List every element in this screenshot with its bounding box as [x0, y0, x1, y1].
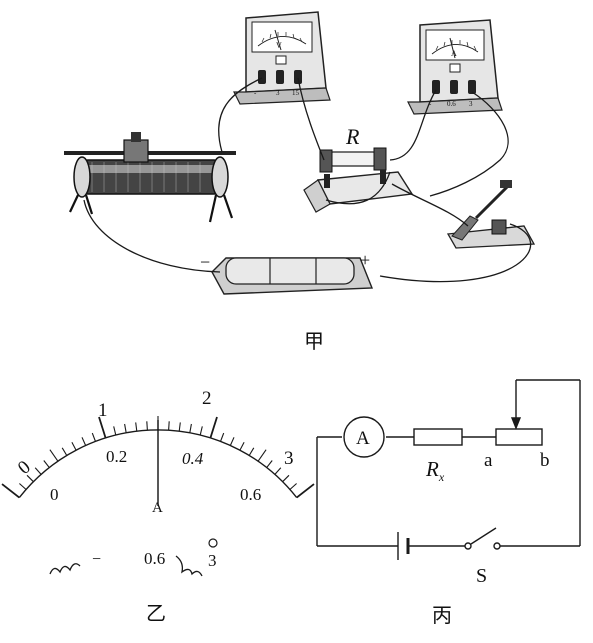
voltmeter-terminal-3: 3 [276, 89, 280, 97]
dial-tick [19, 483, 27, 490]
dial-tick [209, 416, 218, 439]
dial-tick [34, 467, 42, 475]
dial-top-1: 1 [98, 400, 108, 421]
svg-text:0.6: 0.6 [144, 549, 165, 568]
schematic-ammeter [343, 416, 385, 458]
ammeter-terminal-0.6: 0.6 [447, 100, 456, 108]
dial-ticks [1, 416, 315, 499]
ammeter-symbol: A [451, 49, 457, 58]
dial-top-2: 2 [202, 388, 212, 409]
dial-tick [1, 483, 20, 499]
caption-jia: 甲 [304, 329, 324, 353]
dial-tick [91, 432, 97, 442]
dial-tick [124, 423, 127, 433]
dial-tick [248, 447, 255, 456]
battery: − + [200, 250, 374, 295]
schematic-ammeter-label: A [356, 428, 370, 449]
dial-tick [229, 437, 235, 446]
switch [446, 180, 536, 249]
dial-tick [266, 460, 273, 468]
figure-bing-labels: A Rx a b S 丙 [356, 428, 550, 627]
dial-terminal-3: 3 [208, 538, 218, 570]
voltmeter: V - 3 15 [233, 11, 331, 105]
figure-jia: V - 3 15 A [64, 11, 536, 353]
rheostat-terminal-a: a [484, 450, 493, 471]
dial-bottom-0: 0 [50, 485, 59, 504]
schematic-resistor-rx [413, 428, 463, 446]
dial-tick [26, 474, 34, 483]
caption-bing: 丙 [432, 603, 452, 627]
dial-tick [43, 460, 50, 468]
ammeter-terminal-minus: - [429, 100, 432, 108]
figure-yi: 0 1 2 3 0 0.2 0.4 0.6 A − 0.6 3 乙 [1, 388, 315, 625]
resistor-board: R [303, 124, 414, 213]
schematic-battery [397, 532, 410, 560]
ammeter: A - 0.6 3 [407, 19, 503, 115]
dial-tick [296, 483, 315, 499]
dial-tick [98, 416, 107, 439]
svg-text:3: 3 [208, 551, 217, 570]
dial-tick [146, 421, 148, 431]
dial-bottom-0.6: 0.6 [240, 485, 261, 504]
dial-tick [168, 421, 170, 431]
schematic-rx-label: Rx [425, 457, 445, 484]
dial-tick [61, 447, 68, 456]
voltmeter-terminal-15: 15 [292, 89, 300, 97]
dial-tick [289, 483, 297, 490]
dial-top-3: 3 [284, 448, 294, 469]
dial-tick [49, 449, 59, 462]
dial-tick [189, 423, 192, 433]
dial-terminal-0.6: 0.6 [144, 549, 203, 577]
dial-tick [199, 426, 203, 436]
schematic-switch [464, 527, 501, 550]
dial-tick [178, 422, 181, 432]
dial-unit: A [152, 500, 163, 516]
dial-tick [135, 422, 138, 432]
battery-minus: − [200, 252, 210, 272]
sliding-rheostat [64, 132, 236, 223]
dial-bottom-0.4: 0.4 [182, 449, 204, 468]
dial-tick [282, 474, 290, 483]
dial-tick [113, 426, 117, 436]
schematic-switch-label: S [476, 565, 487, 587]
battery-plus: + [360, 250, 370, 270]
dial-top-0: 0 [14, 457, 35, 479]
ammeter-terminals [432, 80, 476, 94]
ammeter-terminal-3: 3 [469, 100, 473, 108]
dial-tick [219, 432, 225, 442]
caption-yi: 乙 [146, 601, 166, 625]
dial-tick [239, 442, 245, 451]
wires [83, 77, 532, 283]
figure-bing [316, 379, 581, 560]
schematic-rheostat [495, 428, 543, 446]
dial-tick [274, 467, 282, 475]
voltmeter-terminal-minus: - [254, 89, 257, 97]
voltmeter-terminals [258, 70, 302, 84]
svg-text:−: − [92, 551, 101, 568]
voltmeter-symbol: V [276, 41, 282, 50]
resistor-label: R [345, 124, 360, 149]
dial-bottom-0.2: 0.2 [106, 447, 127, 466]
rheostat-terminal-b: b [540, 450, 550, 471]
dial-tick [81, 437, 87, 446]
dial-terminal-minus: − [49, 551, 101, 575]
dial-tick [257, 449, 267, 462]
dial-tick [71, 442, 77, 451]
